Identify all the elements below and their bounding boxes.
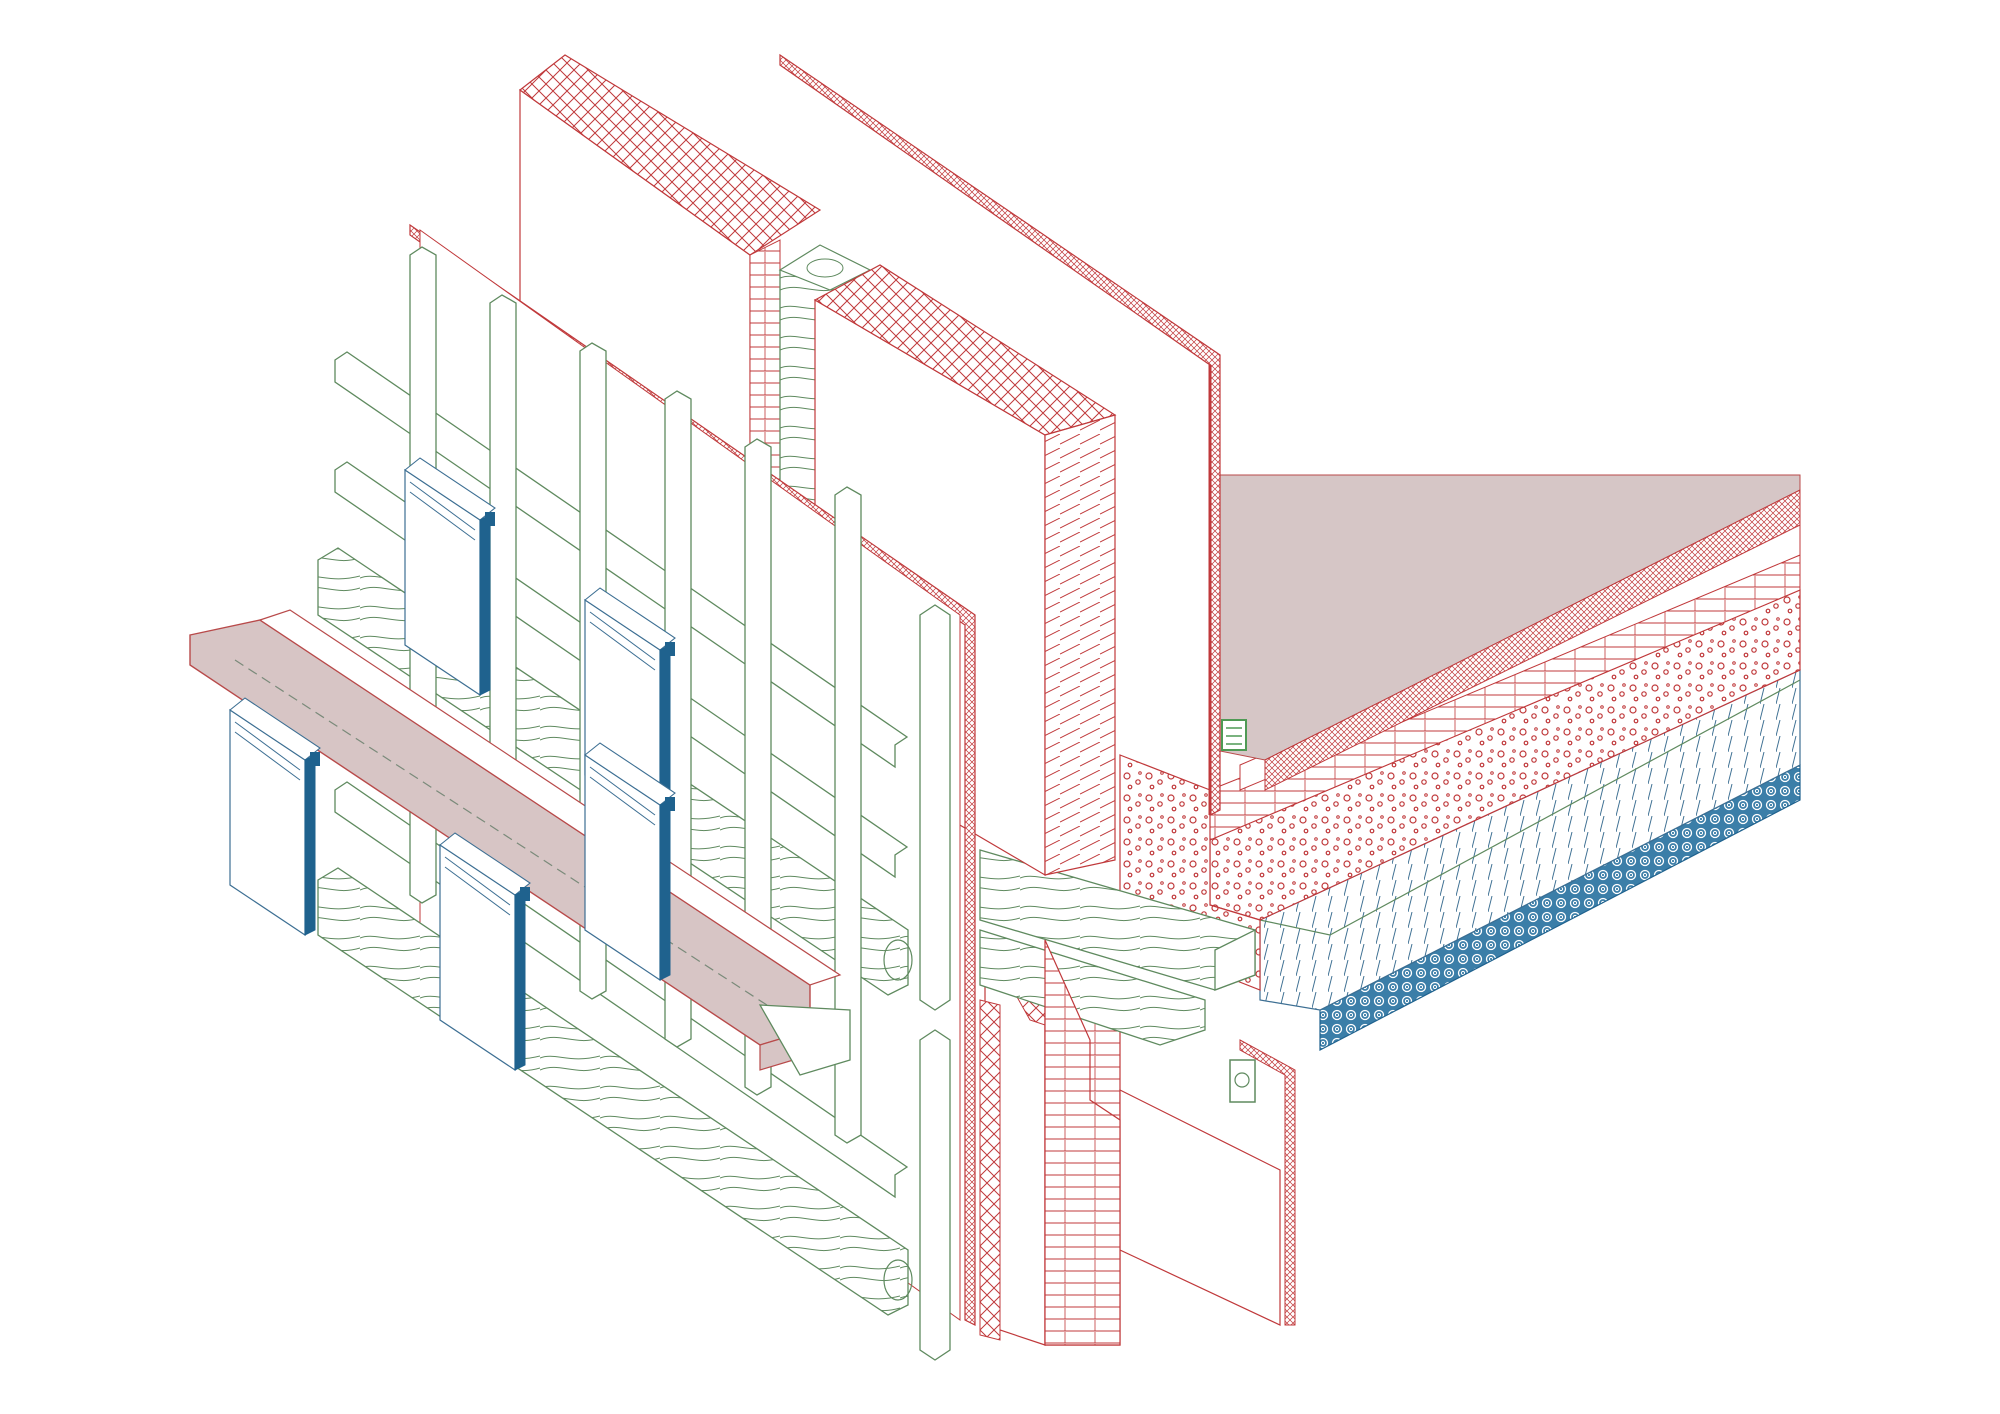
- cladding-clip: [520, 887, 530, 901]
- cladding-panel-edge: [304, 754, 316, 936]
- vertical-batten: [834, 486, 862, 1144]
- lower-vapour-membrane: [1239, 1039, 1296, 1326]
- facade-cladding-panels: [229, 457, 676, 1072]
- floor-assembly: [1119, 474, 1801, 1051]
- cladding-groove: [444, 856, 511, 916]
- floor-beam-lower: [979, 929, 1206, 1046]
- cladding-clip: [665, 797, 675, 811]
- cladding-clip: [665, 642, 675, 656]
- front-timber-post: [919, 1029, 951, 1361]
- weather-membrane: [409, 223, 976, 1326]
- cladding-panel-edge: [479, 514, 491, 696]
- cladding-panel-top: [229, 697, 321, 761]
- cladding-groove: [234, 721, 301, 781]
- lower-clt-wall-panel: [1119, 1089, 1281, 1326]
- clt-wall-panel-edge: [1044, 414, 1116, 876]
- stud-end-grain: [883, 939, 913, 981]
- cladding-panel-top: [439, 832, 531, 896]
- cladding-panel-top: [584, 742, 676, 806]
- cladding-clip: [310, 752, 320, 766]
- cladding-panel-top: [404, 457, 496, 521]
- cladding-panel-edge: [659, 799, 671, 981]
- front-timber-post: [919, 604, 951, 1011]
- cladding-groove: [409, 481, 476, 541]
- cladding-groove: [589, 611, 656, 671]
- cladding-panel-edge: [514, 889, 526, 1071]
- cladding-clip: [485, 512, 495, 526]
- cladding-panel-top: [584, 587, 676, 651]
- cladding-groove: [589, 766, 656, 826]
- floor-fixing-clip: [1221, 719, 1247, 751]
- stud-end-grain: [883, 1259, 913, 1301]
